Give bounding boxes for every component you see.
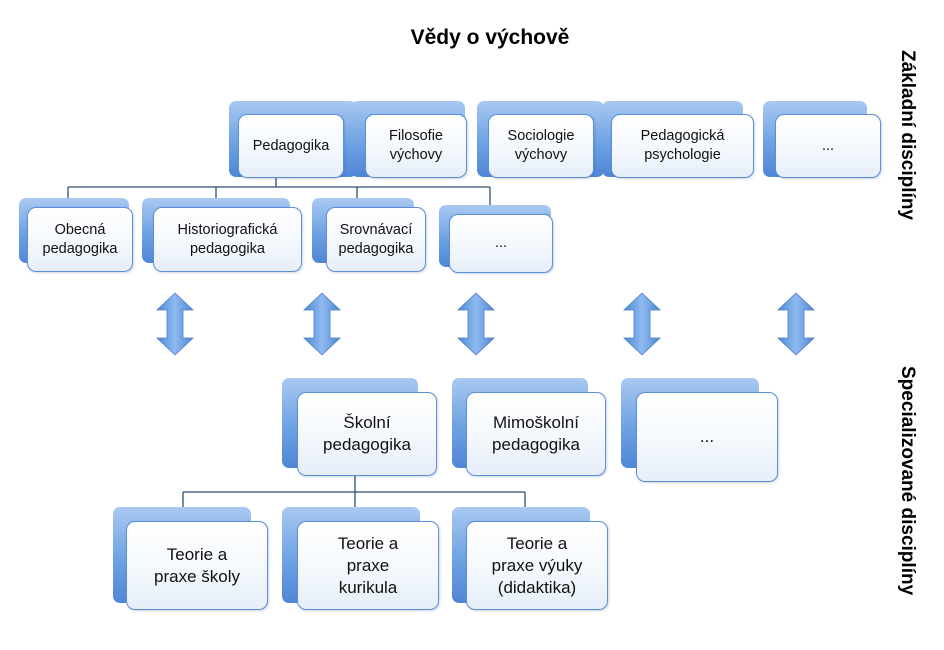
box-basic-more: ... [775, 114, 881, 178]
box-teorie-praxe-kurikula-label: Teorie a praxe kurikula [337, 533, 399, 597]
box-specialized-more-label: ... [699, 427, 715, 446]
box-pedagogy-more: ... [449, 214, 553, 273]
box-teorie-praxe-skoly-label: Teorie a praxe školy [154, 544, 240, 586]
box-historiograficka-pedagogika-label: Historiografická pedagogika [177, 221, 278, 257]
box-mimoskolni-pedagogika-label: Mimoškolní pedagogika [492, 413, 580, 454]
box-pedagogika-label: Pedagogika [252, 137, 330, 154]
box-obecna-pedagogika: Obecná pedagogika [27, 207, 133, 272]
box-filosofie-vychovy-label: Filosofie výchovy [389, 128, 443, 163]
side-label-basic: Základní disciplíny [897, 50, 918, 220]
box-teorie-praxe-vyuky: Teorie a praxe výuky (didaktika) [466, 521, 608, 610]
box-skolni-pedagogika: Školní pedagogika [297, 392, 437, 476]
diagram-title: Vědy o výchově [410, 26, 570, 49]
box-teorie-praxe-vyuky-label: Teorie a praxe výuky (didaktika) [491, 533, 583, 597]
box-sociologie-vychovy: Sociologie výchovy [488, 114, 594, 178]
double-arrow-icon [155, 292, 195, 356]
box-srovnavaci-pedagogika-label: Srovnávací pedagogika [338, 221, 414, 257]
side-label-specialized: Specializované disciplíny [897, 366, 918, 596]
box-filosofie-vychovy: Filosofie výchovy [365, 114, 467, 178]
box-obecna-pedagogika-label: Obecná pedagogika [42, 221, 118, 257]
double-arrow-icon [622, 292, 662, 356]
box-pedagogicka-psychologie: Pedagogická psychologie [611, 114, 754, 178]
box-teorie-praxe-skoly: Teorie a praxe školy [126, 521, 268, 610]
box-skolni-pedagogika-label: Školní pedagogika [323, 413, 411, 454]
box-pedagogicka-psychologie-label: Pedagogická psychologie [640, 128, 725, 163]
box-sociologie-vychovy-label: Sociologie výchovy [507, 128, 575, 163]
box-teorie-praxe-kurikula: Teorie a praxe kurikula [297, 521, 439, 610]
box-specialized-more: ... [636, 392, 778, 482]
box-mimoskolni-pedagogika: Mimoškolní pedagogika [466, 392, 606, 476]
box-srovnavaci-pedagogika: Srovnávací pedagogika [326, 207, 426, 272]
double-arrow-icon [302, 292, 342, 356]
box-historiograficka-pedagogika: Historiografická pedagogika [153, 207, 302, 272]
double-arrow-icon [456, 292, 496, 356]
box-basic-more-label: ... [821, 137, 835, 154]
double-arrow-icon [776, 292, 816, 356]
box-pedagogy-more-label: ... [494, 235, 508, 251]
box-pedagogika: Pedagogika [238, 114, 344, 178]
